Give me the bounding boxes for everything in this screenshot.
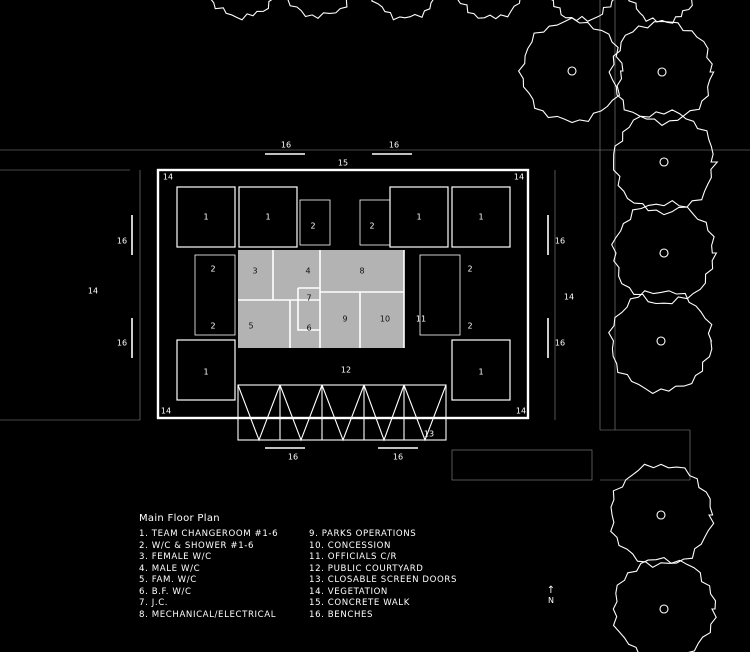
label-team-changeroom: 1 [478, 213, 483, 222]
label-bench: 16 [555, 339, 565, 348]
label-vegetation: 14 [516, 407, 526, 416]
legend-item: 2. W/C & SHOWER #1-6 [139, 540, 255, 551]
tree-canopy [517, 17, 624, 124]
tree-canopy [287, 0, 348, 19]
label-team-changeroom: 1 [416, 213, 421, 222]
label-wc-shower: 2 [210, 265, 215, 274]
label-mechanical: 8 [359, 267, 364, 276]
label-wc-shower: 2 [467, 322, 472, 331]
label-female-wc: 3 [252, 267, 257, 276]
tree-canopy [371, 0, 434, 21]
tree-canopy [608, 20, 715, 127]
label-family-wc: 5 [248, 322, 253, 331]
building-outline [156, 168, 530, 420]
label-vegetation: 14 [163, 173, 173, 182]
tree-trunk [659, 604, 669, 614]
tree-canopy [210, 0, 273, 21]
legend-item: 4. MALE W/C [139, 563, 201, 574]
north-arrow-icon: ↑ [546, 585, 556, 596]
legend-item: 13. CLOSABLE SCREEN DOORS [309, 575, 458, 585]
tree-trunk [659, 248, 669, 258]
legend-item: 1. TEAM CHANGEROOM #1-6 [139, 529, 279, 539]
tree-canopy [610, 463, 715, 568]
label-bench: 16 [117, 339, 127, 348]
legend-columns: 1. TEAM CHANGEROOM #1-6 2. W/C & SHOWER … [139, 529, 479, 621]
label-vegetation: 14 [564, 293, 574, 302]
label-bench: 16 [117, 237, 127, 246]
screen-doors [237, 384, 447, 442]
label-team-changeroom: 1 [203, 368, 208, 377]
label-vegetation: 14 [161, 407, 171, 416]
tree-canopy [628, 0, 693, 24]
label-wc-shower: 2 [210, 322, 215, 331]
label-officials: 11 [416, 315, 426, 324]
tree-canopy [608, 290, 713, 395]
legend-item: 14. VEGETATION [309, 586, 388, 597]
tree-canopy [613, 109, 719, 216]
label-screen-doors: 13 [424, 430, 434, 439]
benches [131, 153, 549, 449]
tree-trunk [656, 336, 666, 346]
label-bench: 16 [555, 237, 565, 246]
label-vegetation: 14 [514, 173, 524, 182]
legend: Main Floor Plan 1. TEAM CHANGEROOM #1-6 … [139, 513, 479, 621]
label-team-changeroom: 1 [265, 213, 270, 222]
label-bench: 16 [288, 453, 298, 462]
legend-item: 12. PUBLIC COURTYARD [309, 563, 424, 574]
label-bench: 16 [393, 453, 403, 462]
label-team-changeroom: 1 [478, 368, 483, 377]
label-bench: 16 [389, 141, 399, 150]
legend-right-column: 9. PARKS OPERATIONS 10. CONCESSION 11. O… [309, 529, 479, 621]
label-concession: 10 [380, 315, 390, 324]
legend-item: 9. PARKS OPERATIONS [309, 529, 417, 539]
legend-item: 16. BENCHES [309, 609, 374, 620]
label-vegetation: 14 [88, 287, 98, 296]
legend-item: 10. CONCESSION [309, 540, 392, 551]
label-parks-operations: 9 [342, 315, 347, 324]
plan-labels: 1 1 1 1 1 1 2 2 2 2 2 2 3 4 5 6 7 8 9 10… [88, 141, 574, 462]
label-wc-shower: 2 [369, 222, 374, 231]
core-rooms [238, 250, 405, 348]
tree-canopy [612, 556, 717, 652]
tree-canopy [611, 200, 718, 305]
tree-canopy [551, 0, 614, 22]
legend-item: 6. B.F. W/C [139, 586, 192, 597]
legend-item: 8. MECHANICAL/ELECTRICAL [139, 609, 277, 620]
site-lines [0, 0, 750, 481]
label-bench: 16 [281, 141, 291, 150]
label-male-wc: 4 [305, 267, 310, 276]
label-bf-wc: 6 [306, 324, 311, 333]
legend-title: Main Floor Plan [139, 513, 220, 524]
legend-left-column: 1. TEAM CHANGEROOM #1-6 2. W/C & SHOWER … [139, 529, 309, 621]
north-arrow: ↑ N [544, 585, 558, 606]
legend-item: 15. CONCRETE WALK [309, 598, 410, 608]
legend-item: 11. OFFICIALS C/R [309, 552, 398, 562]
legend-item: 7. J.C. [139, 598, 169, 608]
legend-item: 5. FAM. W/C [139, 575, 197, 585]
label-concrete-walk: 15 [338, 159, 348, 168]
label-wc-shower: 2 [310, 222, 315, 231]
label-wc-shower: 2 [467, 265, 472, 274]
tree-trunk [656, 510, 666, 520]
label-public-courtyard: 12 [341, 366, 351, 375]
tree-trunk [567, 66, 577, 76]
trees [210, 0, 719, 652]
label-jc: 7 [306, 294, 311, 303]
label-team-changeroom: 1 [203, 213, 208, 222]
tree-canopy [457, 0, 521, 20]
tree-trunk [659, 157, 669, 167]
tree-trunk [657, 67, 667, 77]
legend-item: 3. FEMALE W/C [139, 552, 212, 562]
north-label: N [548, 596, 554, 605]
